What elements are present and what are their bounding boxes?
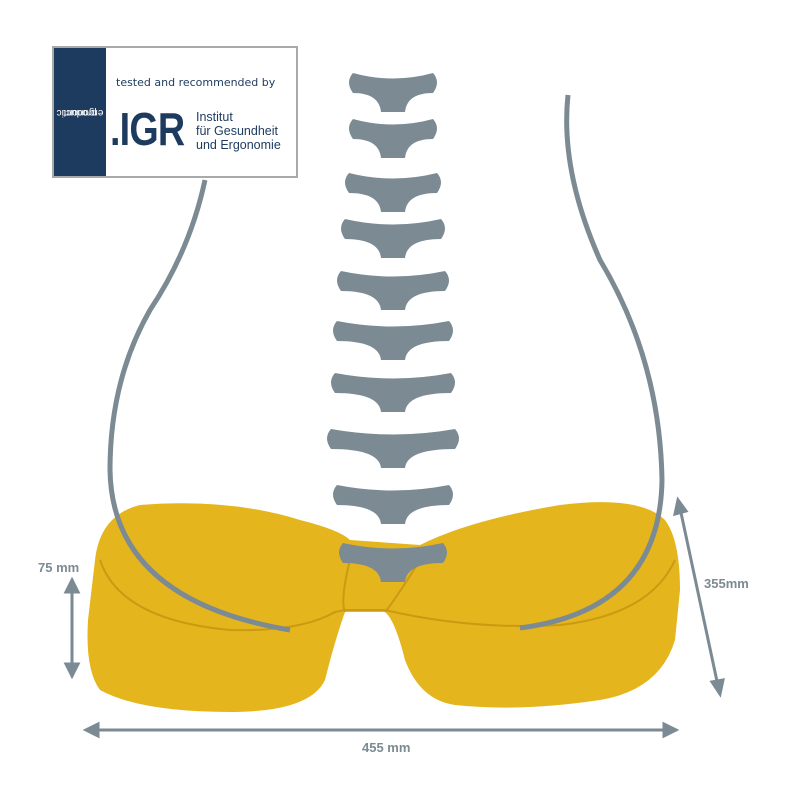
vertebra [339,543,447,582]
institute-name: Institut für Gesundheit und Ergonomie [196,110,281,152]
vertebra [327,429,459,468]
spine [327,73,459,582]
vertebra [349,73,437,112]
vertebra [331,373,455,412]
vertebra [341,219,445,258]
width-label: 455 mm [362,740,411,755]
body-outline-right [519,94,665,631]
igr-logo: .IGR [110,103,185,155]
body-outline-left [107,179,291,633]
seat-cushion [87,502,680,712]
vertebra [349,119,437,158]
institute-line-1: Institut [196,110,233,124]
institute-line-3: und Ergonomie [196,138,281,152]
depth-label: 355mm [704,576,749,591]
dimension-arrows [63,496,725,739]
tested-text: tested and recommended by [116,76,276,89]
institute-line-2: für Gesundheit [196,124,278,138]
height-label: 75 mm [38,560,80,575]
vertebra [345,173,441,212]
vertebra [333,485,453,524]
depth-arrow [678,507,720,687]
vertebra [333,321,453,360]
side-line-2: product [63,107,97,118]
vertebra [337,271,449,310]
